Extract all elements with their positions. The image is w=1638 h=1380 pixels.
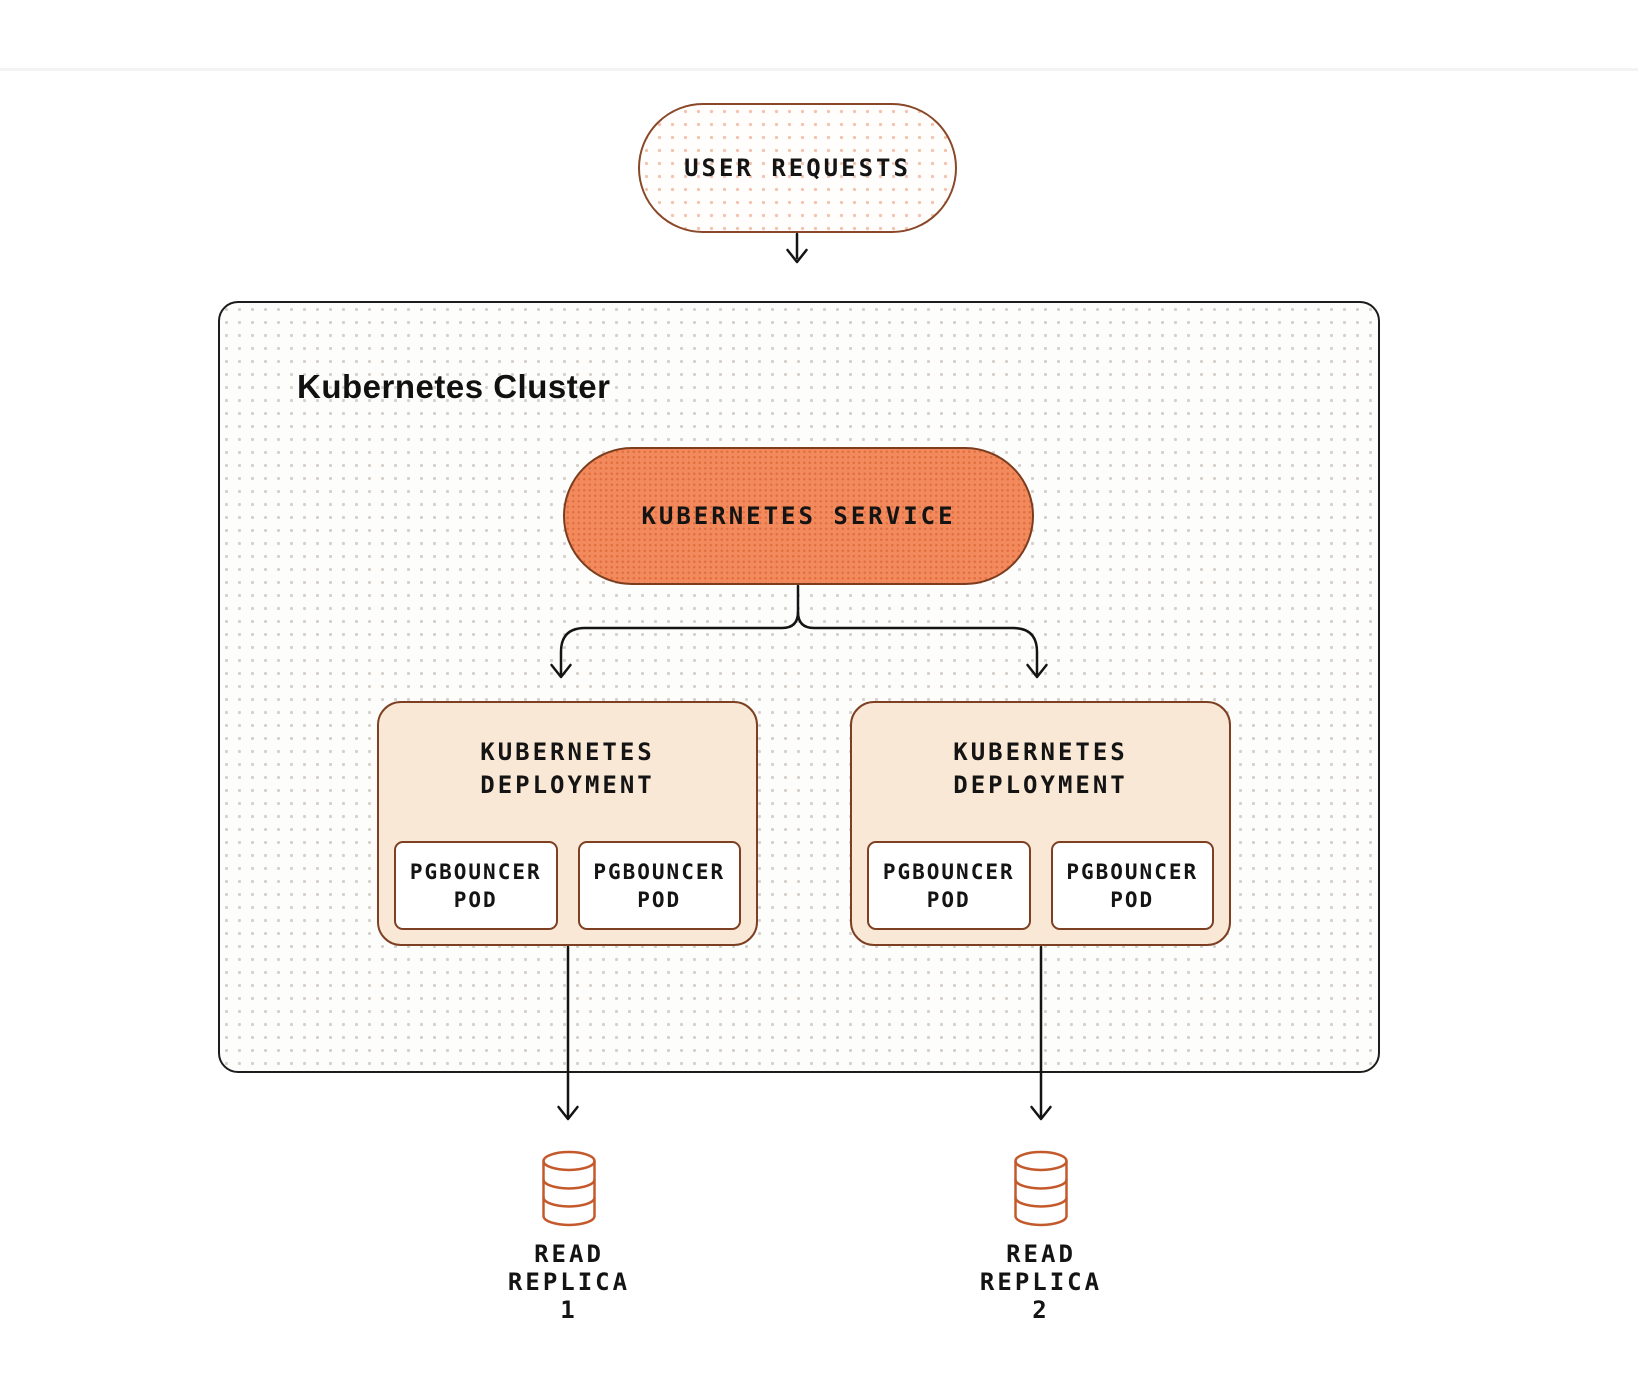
pod-label: PGBOUNCER POD — [409, 859, 542, 912]
kubernetes-deployment-box-1: KUBERNETES DEPLOYMENT PGBOUNCER POD PGBO… — [377, 701, 758, 946]
pods-row: PGBOUNCER POD PGBOUNCER POD — [394, 841, 741, 930]
kubernetes-deployment-box-2: KUBERNETES DEPLOYMENT PGBOUNCER POD PGBO… — [850, 701, 1231, 946]
deployment-title: KUBERNETES DEPLOYMENT — [953, 738, 1128, 799]
user-requests-label: USER REQUESTS — [684, 154, 911, 182]
database-icon — [1014, 1150, 1068, 1227]
pod-label: PGBOUNCER POD — [593, 859, 726, 912]
kubernetes-service-pill: KUBERNETES SERVICE — [563, 447, 1034, 585]
pgbouncer-pod-box: PGBOUNCER POD — [577, 841, 741, 930]
pods-row: PGBOUNCER POD PGBOUNCER POD — [867, 841, 1214, 930]
database-icon — [542, 1150, 596, 1227]
pgbouncer-pod-box: PGBOUNCER POD — [394, 841, 558, 930]
pgbouncer-pod-box: PGBOUNCER POD — [867, 841, 1031, 930]
user-requests-pill: USER REQUESTS — [638, 103, 957, 233]
deployment-title: KUBERNETES DEPLOYMENT — [480, 738, 655, 799]
read-replica-1-label: READ REPLICA 1 — [507, 1240, 631, 1324]
read-replica-2-label: READ REPLICA 2 — [979, 1240, 1103, 1324]
arrow-deployment1-to-replica1 — [557, 945, 579, 1121]
pod-label: PGBOUNCER POD — [1066, 859, 1199, 912]
top-divider — [0, 68, 1638, 71]
split-connector-service-to-deployments — [550, 584, 1048, 679]
kubernetes-service-label: KUBERNETES SERVICE — [641, 502, 956, 530]
arrow-user-to-cluster — [786, 232, 808, 264]
pod-label: PGBOUNCER POD — [882, 859, 1015, 912]
pgbouncer-pod-box: PGBOUNCER POD — [1050, 841, 1214, 930]
arrow-deployment2-to-replica2 — [1030, 945, 1052, 1121]
cluster-title: Kubernetes Cluster — [297, 368, 611, 405]
